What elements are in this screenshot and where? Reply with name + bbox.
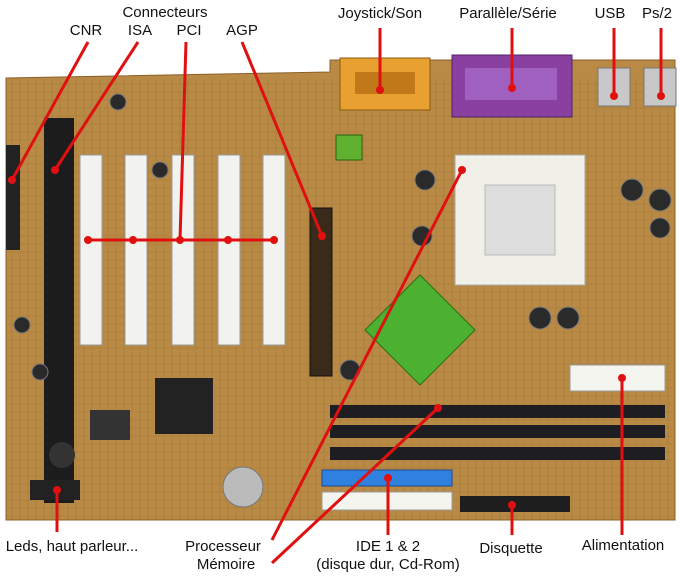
label-usb: USB <box>594 5 626 22</box>
isa-slot <box>44 118 74 503</box>
label-ps2: Ps/2 <box>641 5 673 22</box>
label-connecteurs: Connecteurs <box>122 4 208 21</box>
memory-slots <box>330 405 665 460</box>
cmos-battery <box>222 466 264 508</box>
label-ide-sub: (disque dur, Cd-Rom) <box>316 556 460 573</box>
label-pci: PCI <box>176 22 202 39</box>
pci-slots <box>79 154 286 346</box>
label-joystick: Joystick/Son <box>337 5 423 22</box>
label-agp: AGP <box>226 22 258 39</box>
label-parallele: Parallèle/Série <box>459 5 557 22</box>
cnr-slot <box>6 145 20 250</box>
southbridge-chip <box>155 378 213 434</box>
label-isa: ISA <box>127 22 153 39</box>
label-leds: Leds, haut parleur... <box>5 538 139 555</box>
label-processeur: Processeur <box>185 538 261 555</box>
label-memoire: Mémoire <box>196 556 256 573</box>
label-ide: IDE 1 & 2 <box>355 538 421 555</box>
label-disquette: Disquette <box>479 540 543 557</box>
label-cnr: CNR <box>69 22 103 39</box>
agp-slot <box>309 207 333 377</box>
label-alimentation: Alimentation <box>581 537 665 554</box>
pointer-lines <box>10 28 663 565</box>
power-connector <box>569 364 666 392</box>
